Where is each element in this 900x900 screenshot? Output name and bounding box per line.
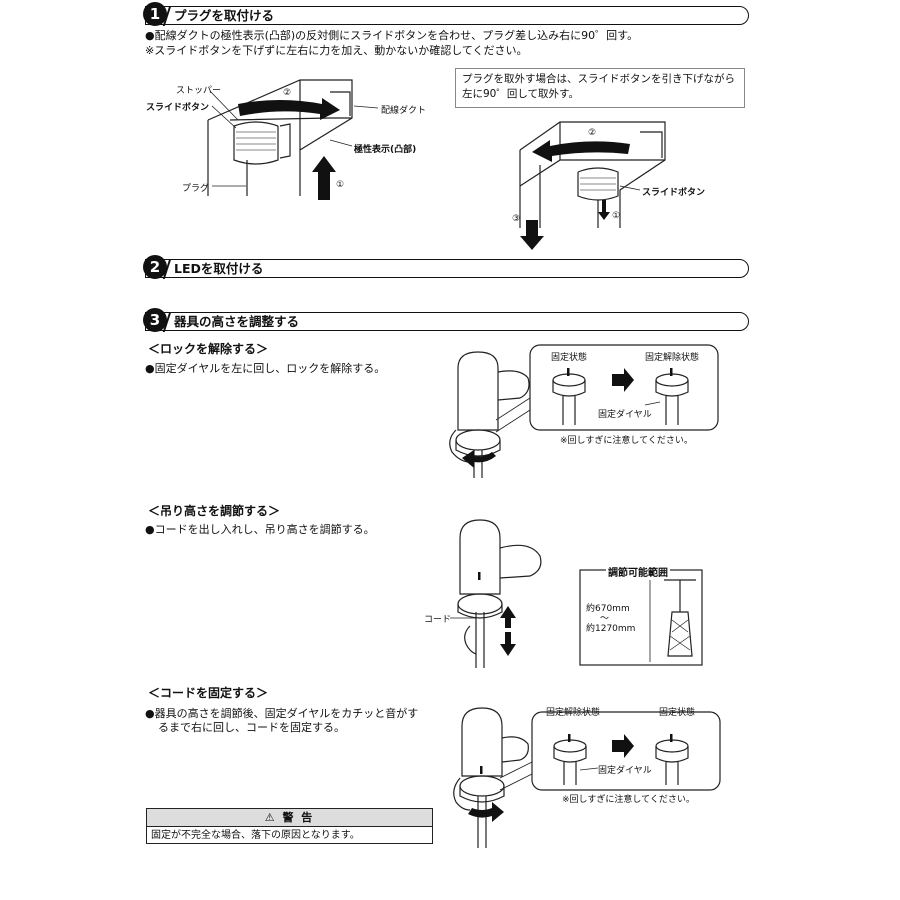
fix-state-a: 固定解除状態 xyxy=(546,708,601,718)
removal-note-box: プラグを取外す場合は、スライドボタンを引き下げながら左に90゜回して取外す。 xyxy=(455,68,745,108)
warning-title: 警 告 xyxy=(282,811,315,824)
section-1-instruction: ●配線ダクトの極性表示(凸部)の反対側にスライドボタンを合わせ、プラグ差し込み右… xyxy=(145,29,639,42)
polarity-label: 極性表示(凸部) xyxy=(354,145,417,155)
cord-label: コード xyxy=(424,615,452,625)
slide-button-label: スライドボタン xyxy=(146,103,210,113)
height-heading: ＜吊り高さを調節する＞ xyxy=(148,504,281,518)
unlock-dial-label: 固定ダイヤル xyxy=(598,410,652,420)
section-1-note: ※スライドボタンを下げずに左右に力を加え、動かないか確認してください。 xyxy=(145,44,528,57)
range-title: 調節可能範囲 xyxy=(606,564,670,579)
unlock-caution: ※回しすぎに注意してください。 xyxy=(560,436,693,446)
height-text: ●コードを出し入れし、吊り高さを調節する。 xyxy=(145,523,375,536)
unlock-state-b: 固定解除状態 xyxy=(645,353,700,363)
section-3-title: 器具の高さを調整する xyxy=(174,314,300,329)
duct-label: 配線ダクト xyxy=(381,106,427,116)
section-2-header: 2 LEDを取付ける xyxy=(143,255,749,279)
section-3-number: 3 xyxy=(143,308,167,332)
fix-state-b: 固定状態 xyxy=(659,708,696,718)
removal-note-text: プラグを取外す場合は、スライドボタンを引き下げながら左に90゜回して取外す。 xyxy=(462,73,735,100)
warning-header: ⚠ 警 告 xyxy=(147,809,432,827)
removal-step-2-label: ② xyxy=(588,128,597,138)
range-min: 約670mm xyxy=(586,604,630,614)
warning-triangle-icon: ⚠ xyxy=(264,811,277,824)
fix-caution: ※回しすぎに注意してください。 xyxy=(562,795,695,805)
step-2-label: ② xyxy=(283,88,292,98)
unlock-state-a: 固定状態 xyxy=(551,353,588,363)
unlock-heading: ＜ロックを解除する＞ xyxy=(148,342,269,356)
fix-text-line-1: ●器具の高さを調節後、固定ダイヤルをカチッと音がす xyxy=(145,707,419,720)
range-max: 約1270mm xyxy=(586,624,636,634)
fix-text-line-2: るまで右に回し、コードを固定する。 xyxy=(158,721,345,734)
removal-step-1-label: ① xyxy=(612,211,621,221)
warning-text: 固定が不完全な場合、落下の原因となります。 xyxy=(151,830,360,841)
fix-dial-label: 固定ダイヤル xyxy=(598,766,652,776)
section-2-title: LEDを取付ける xyxy=(174,261,264,276)
removal-step-3-label: ③ xyxy=(512,214,521,224)
section-1-title: プラグを取付ける xyxy=(174,8,275,23)
fix-heading: ＜コードを固定する＞ xyxy=(148,686,269,700)
unlock-text: ●固定ダイヤルを左に回し、ロックを解除する。 xyxy=(145,362,386,375)
section-1-header: 1 プラグを取付ける xyxy=(143,2,749,26)
stopper-label: ストッパー xyxy=(176,86,222,96)
warning-box: ⚠ 警 告 固定が不完全な場合、落下の原因となります。 xyxy=(146,808,433,844)
plug-label: プラグ xyxy=(182,184,210,194)
section-3-header: 3 器具の高さを調整する xyxy=(143,308,749,332)
step-1-label: ① xyxy=(336,180,345,190)
range-separator: 〜 xyxy=(600,614,610,624)
removal-slide-button-label: スライドボタン xyxy=(642,188,706,198)
